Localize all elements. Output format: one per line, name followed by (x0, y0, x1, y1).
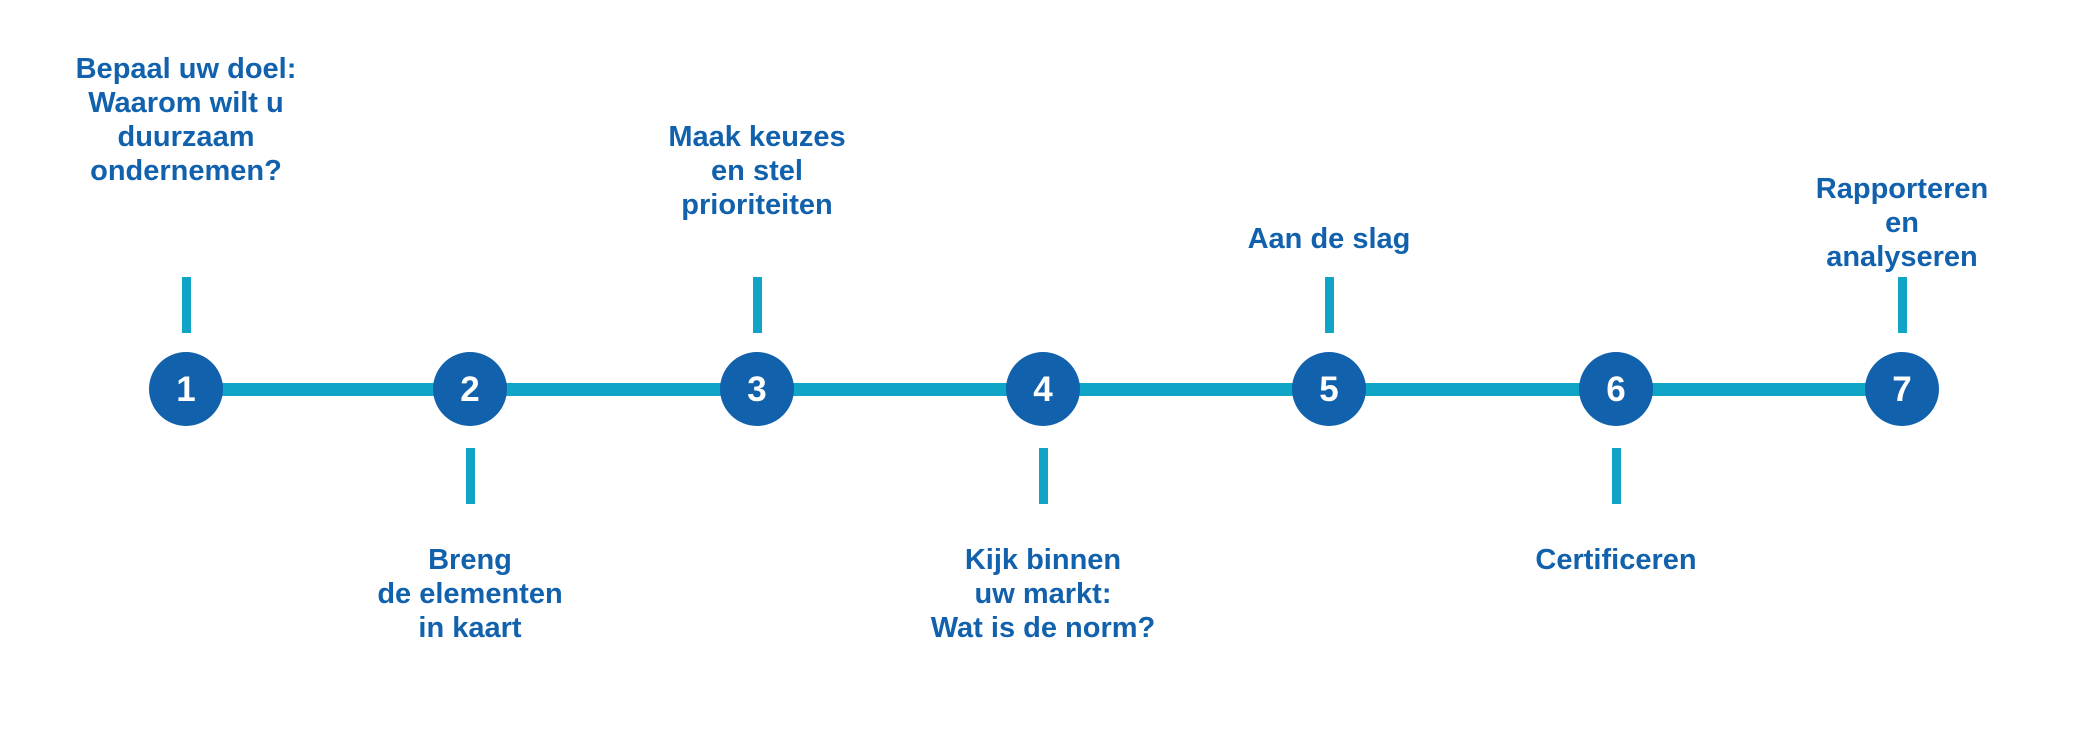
step-stem-7 (1897, 277, 1907, 333)
step-stem-6 (1611, 448, 1621, 504)
step-number-4: 4 (1033, 369, 1053, 409)
step-number-5: 5 (1319, 369, 1339, 409)
step-label-3: Maak keuzes en stel prioriteiten (668, 121, 846, 221)
step-stem-1 (181, 277, 191, 333)
step-number-7: 7 (1892, 369, 1912, 409)
step-node-3[interactable]: 3 (720, 352, 794, 426)
step-label-5: Aan de slag (1247, 223, 1411, 255)
step-number-3: 3 (747, 369, 767, 409)
step-node-5[interactable]: 5 (1292, 352, 1366, 426)
step-number-2: 2 (460, 369, 480, 409)
step-node-6[interactable]: 6 (1579, 352, 1653, 426)
step-stem-4 (1038, 448, 1048, 504)
step-stem-3 (752, 277, 762, 333)
step-stem-5 (1324, 277, 1334, 333)
step-node-2[interactable]: 2 (433, 352, 507, 426)
step-label-2: Breng de elementen in kaart (377, 544, 563, 644)
step-number-6: 6 (1606, 369, 1626, 409)
step-node-7[interactable]: 7 (1865, 352, 1939, 426)
step-label-6: Certificeren (1535, 544, 1697, 576)
step-stem-2 (465, 448, 475, 504)
step-label-7: Rapporteren en analyseren (1815, 173, 1989, 273)
step-label-1: Bepaal uw doel: Waarom wilt u duurzaam o… (75, 53, 297, 187)
step-number-1: 1 (176, 369, 196, 409)
step-node-4[interactable]: 4 (1006, 352, 1080, 426)
step-node-1[interactable]: 1 (149, 352, 223, 426)
step-label-4: Kijk binnen uw markt: Wat is de norm? (930, 544, 1156, 644)
